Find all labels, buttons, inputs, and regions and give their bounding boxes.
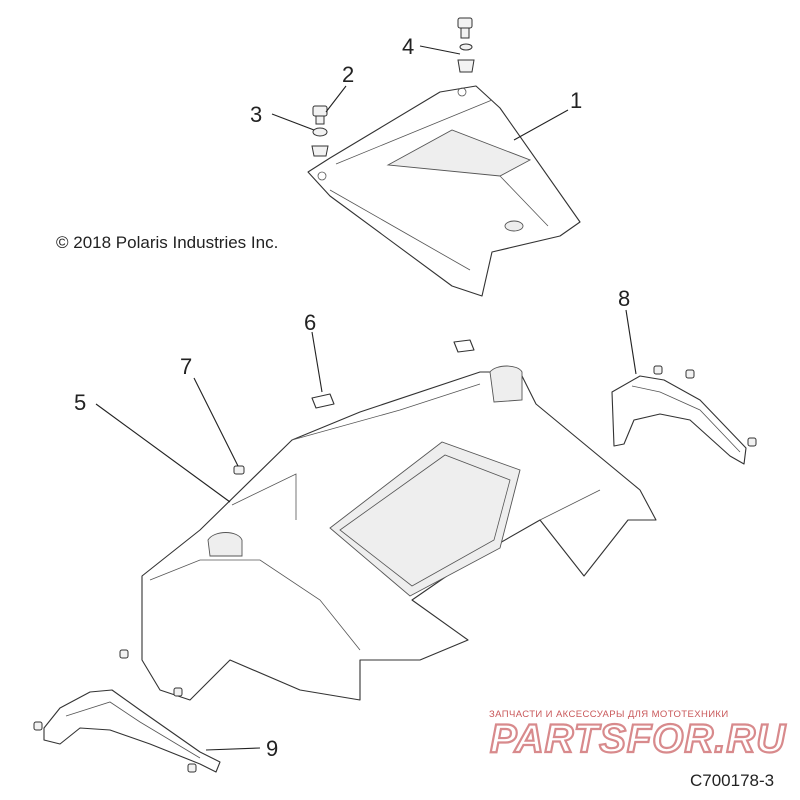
callout-7: 7 [180, 354, 192, 379]
watermark-tagline: ЗАПЧАСТИ И АКСЕССУАРЫ ДЛЯ МОТОТЕХНИКИ [489, 709, 729, 720]
callout-6: 6 [304, 310, 316, 335]
callout-1: 1 [570, 88, 582, 113]
leader-2 [325, 85, 347, 113]
leader-8 [625, 309, 637, 375]
leader-6 [311, 331, 323, 393]
clip-6-part [311, 393, 335, 409]
leader-3 [271, 113, 315, 131]
leader-5 [95, 403, 231, 503]
fastener-4-part [457, 17, 475, 73]
callout-5: 5 [74, 390, 86, 415]
diagram-code: C700178-3 [690, 771, 774, 790]
leader-4 [419, 45, 461, 55]
leader-1 [513, 109, 569, 141]
callout-9: 9 [266, 736, 278, 761]
watermark-brand: PARTSFOR.RU [490, 717, 786, 761]
front-body-part [141, 365, 657, 701]
right-fender-8-part [611, 365, 757, 465]
callout-2: 2 [342, 62, 354, 87]
screw-7-part [233, 465, 245, 475]
clip-top-part [453, 339, 475, 353]
copyright-text: © 2018 Polaris Industries Inc. [56, 233, 278, 252]
callout-4: 4 [402, 34, 414, 59]
hood-panel-part [307, 85, 581, 297]
fastener-2-part [312, 105, 328, 125]
washer-3-part [311, 127, 329, 157]
leader-9 [205, 747, 261, 751]
leader-7 [193, 377, 239, 467]
callout-8: 8 [618, 286, 630, 311]
callout-3: 3 [250, 102, 262, 127]
left-fender-9-part [33, 649, 221, 773]
